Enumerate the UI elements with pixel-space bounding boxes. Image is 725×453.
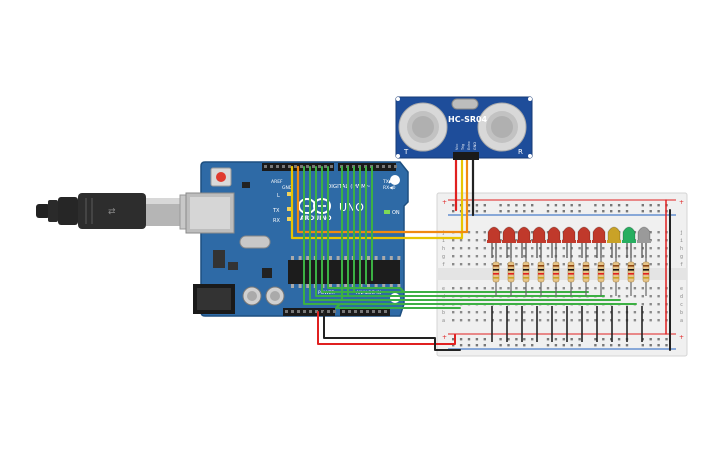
svg-text:b: b <box>680 310 683 316</box>
sensor-pin-vcc: Vcc <box>455 144 459 150</box>
svg-text:a: a <box>442 318 445 324</box>
led-label-l: L <box>277 193 280 199</box>
svg-text:j: j <box>680 230 683 236</box>
sensor-r-label: R <box>518 148 523 156</box>
led <box>592 226 606 258</box>
tx-pin-label: TX▶1 <box>382 179 395 185</box>
resistor <box>612 258 620 296</box>
svg-text:h: h <box>680 246 683 252</box>
resistor <box>627 258 635 296</box>
wire-5v <box>317 311 456 345</box>
led <box>517 226 531 258</box>
resistor <box>567 258 575 296</box>
wires <box>290 158 671 351</box>
led <box>637 226 651 258</box>
svg-text:e: e <box>442 286 445 292</box>
led-resistor-array <box>487 226 651 342</box>
resistor <box>552 258 560 296</box>
resistor <box>597 258 605 296</box>
svg-text:a: a <box>680 318 683 324</box>
led <box>532 226 546 258</box>
resistor <box>522 258 530 296</box>
plus-rail-icon-bottom-right: + <box>679 334 684 341</box>
microcontroller-chip <box>288 260 400 284</box>
svg-text:d: d <box>680 294 683 300</box>
usb-cable: ⇄ <box>36 193 205 230</box>
led <box>622 226 636 258</box>
led <box>562 226 576 258</box>
rx-pin-label: RX◀0 <box>383 185 396 191</box>
sensor-pin-trig: Trig <box>461 144 465 151</box>
led <box>577 226 591 258</box>
resistor <box>492 258 500 296</box>
led <box>502 226 516 258</box>
svg-text:b: b <box>442 310 445 316</box>
led-label-tx: TX <box>272 208 280 214</box>
plus-rail-icon-bottom: + <box>442 334 447 341</box>
digital-pwm-label: DIGITAL (PWM~) <box>327 184 373 190</box>
on-led-label: ON <box>392 210 400 216</box>
sensor-pin-echo: Echo <box>467 142 471 151</box>
sensor-pin-gnd: GND <box>473 142 477 150</box>
plus-rail-icon-right: + <box>679 199 684 206</box>
row-letters-right: j i h g f e d c b a <box>680 230 683 324</box>
led <box>547 226 561 258</box>
svg-text:g: g <box>680 254 683 260</box>
resistor <box>642 258 650 296</box>
ultrasonic-sensor: HC-SR04 T R Vcc Trig Echo GND <box>395 96 533 160</box>
arduino-model: UNO <box>339 201 364 214</box>
sensor-t-label: T <box>403 148 409 156</box>
svg-text:e: e <box>680 286 683 292</box>
usb-symbol-icon: ⇄ <box>108 207 116 217</box>
resistor <box>582 258 590 296</box>
plus-rail-icon: + <box>442 199 447 206</box>
led <box>607 226 621 258</box>
svg-text:c: c <box>680 302 683 308</box>
wire-trig <box>290 158 464 240</box>
resistor <box>537 258 545 296</box>
svg-text:f: f <box>442 262 445 268</box>
resistor <box>507 258 515 296</box>
svg-text:i: i <box>442 238 445 244</box>
sensor-model: HC-SR04 <box>448 115 488 124</box>
svg-text:g: g <box>442 254 445 260</box>
svg-text:f: f <box>680 262 683 268</box>
aref-label: AREF <box>271 179 283 185</box>
wire-echo <box>296 158 469 234</box>
svg-text:h: h <box>442 246 445 252</box>
led <box>487 226 501 258</box>
analog-header <box>340 308 390 316</box>
gnd-label: GND <box>282 185 293 191</box>
wire-gnd <box>323 311 461 351</box>
breadboard: + + + + j i h g f e d c b a j i h g f e … <box>436 192 688 357</box>
led-label-rx: RX <box>273 218 280 224</box>
svg-text:i: i <box>680 238 683 244</box>
